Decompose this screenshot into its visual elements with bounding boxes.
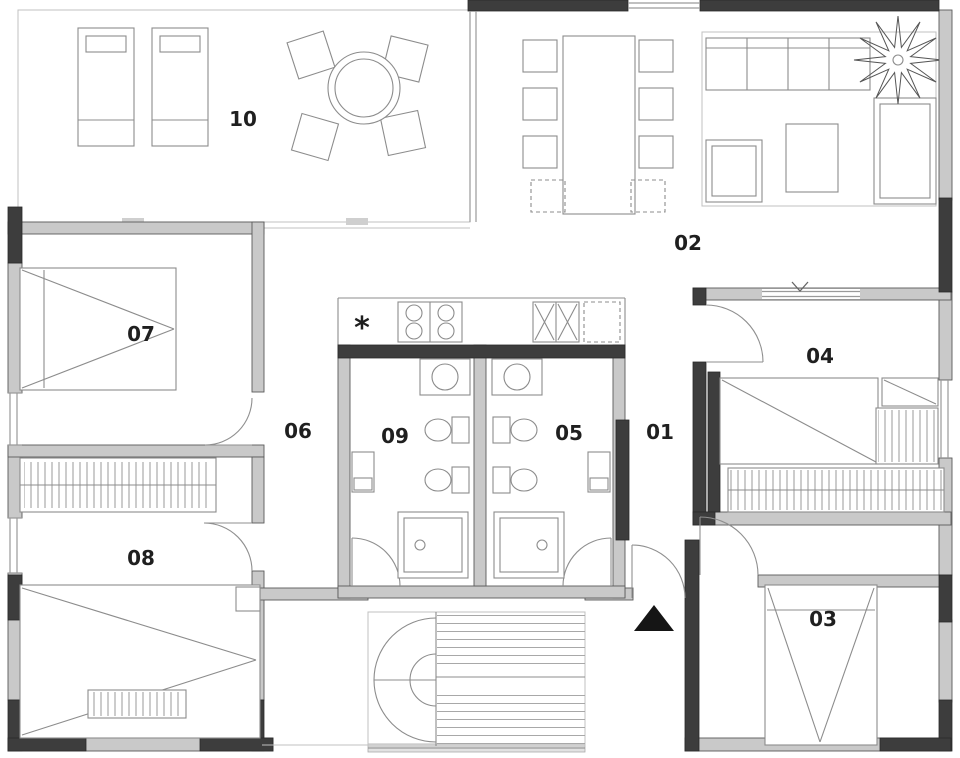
bidet-icon — [492, 466, 538, 494]
room-label-09: 09 — [381, 424, 409, 448]
sun-lounger — [151, 27, 209, 147]
dining-set — [522, 35, 674, 215]
sink-icon — [532, 301, 580, 343]
washbasin-icon — [419, 358, 471, 396]
plant-icon — [853, 15, 943, 105]
nightstand-icon — [235, 586, 261, 612]
room-label-06: 06 — [284, 419, 312, 443]
room-label-03: 03 — [809, 607, 837, 631]
door-room-04 — [705, 304, 764, 363]
appliance-dashed — [583, 301, 621, 343]
walls — [7, 0, 953, 752]
toilet-icon — [424, 416, 470, 444]
kitchen-star-symbol: * — [354, 311, 370, 346]
entrance-arrow-icon — [634, 605, 674, 631]
room-label-04: 04 — [806, 344, 834, 368]
washer-icon — [587, 451, 611, 493]
living-dining-area — [522, 15, 943, 215]
door-entrance — [631, 544, 686, 599]
shower-icon — [493, 511, 565, 579]
bedroom-04-furniture — [719, 377, 945, 513]
room-label-01: 01 — [646, 420, 674, 444]
wardrobe-icon — [19, 457, 217, 513]
kitchen-counter: * — [337, 297, 626, 346]
closet-icon — [727, 467, 945, 513]
room-label-10: 10 — [229, 107, 257, 131]
bathroom-05-fixtures — [491, 358, 611, 579]
patio-table-set — [286, 30, 429, 162]
door-room-07 — [204, 397, 253, 446]
washbasin-icon — [491, 358, 543, 396]
stove-icon — [397, 301, 463, 343]
room-label-08: 08 — [127, 546, 155, 570]
room-label-05: 05 — [555, 421, 583, 445]
dresser-icon — [87, 689, 187, 719]
room-label-02: 02 — [674, 231, 702, 255]
side-table-icon — [881, 377, 939, 407]
door-room-08 — [203, 522, 253, 572]
bedroom-08-furniture — [19, 457, 261, 739]
bed-icon — [764, 584, 878, 746]
door-bathroom-05 — [562, 537, 612, 587]
bidet-icon — [424, 466, 470, 494]
sun-lounger — [77, 27, 135, 147]
deck-terrace — [17, 9, 471, 229]
staircase — [262, 611, 586, 747]
room-labels: 10 02 07 06 09 05 01 04 08 03 — [127, 107, 837, 631]
bedroom-03-furniture — [764, 584, 878, 746]
sofa-set — [701, 31, 937, 207]
bed-icon — [19, 267, 177, 391]
wardrobe-icon — [875, 407, 939, 465]
bedroom-07-furniture — [19, 267, 177, 391]
windows — [8, 2, 949, 753]
shower-icon — [397, 511, 469, 579]
door-bathroom-09 — [351, 537, 401, 587]
bed-icon — [719, 377, 879, 465]
room-label-07: 07 — [127, 322, 155, 346]
bathroom-09-fixtures — [351, 358, 471, 579]
window-swing-mark — [791, 281, 809, 292]
toilet-icon — [492, 416, 538, 444]
door-room-03 — [699, 516, 759, 576]
washer-icon — [351, 451, 375, 493]
